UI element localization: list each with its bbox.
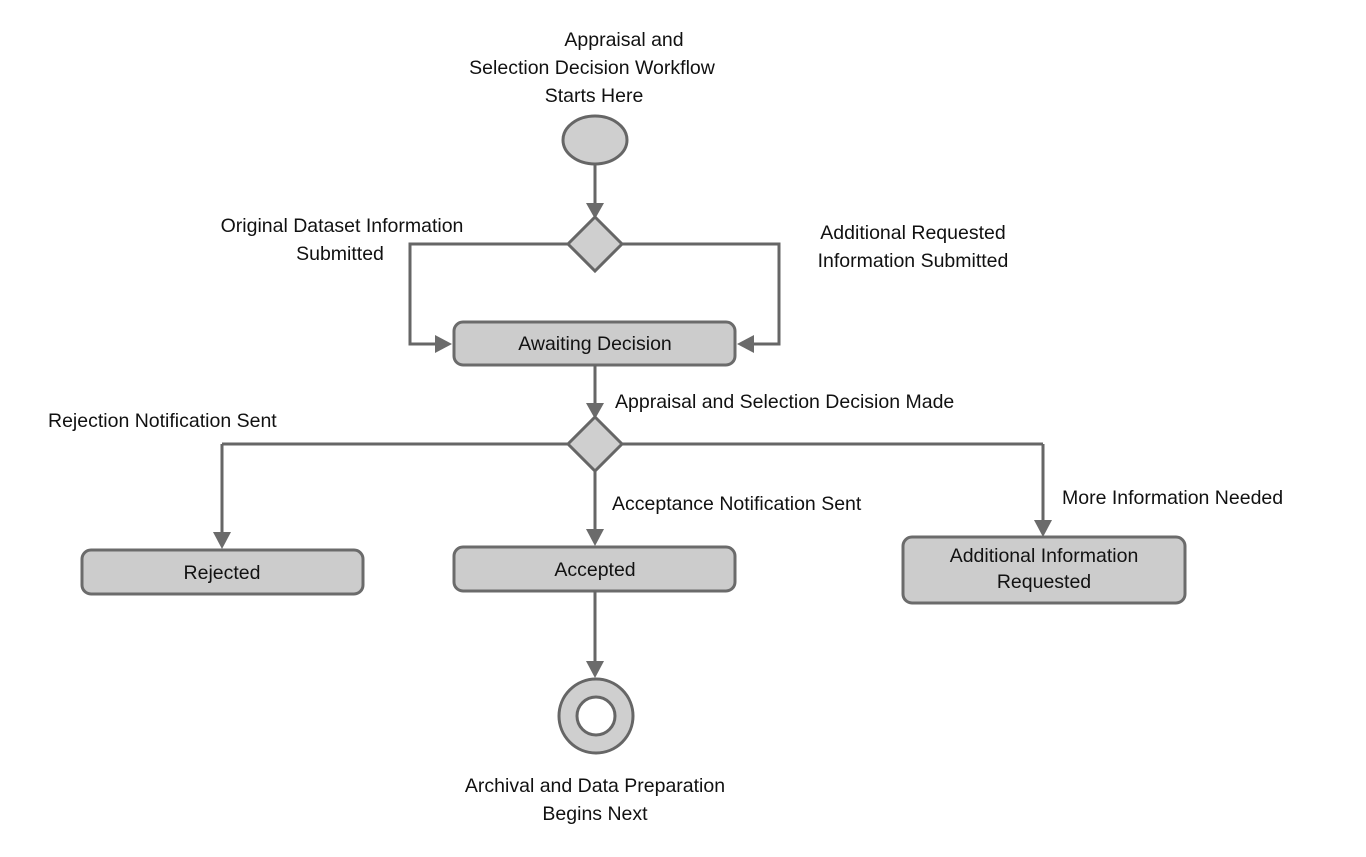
start-note-line1: Appraisal and <box>564 29 683 51</box>
decision-merge-node[interactable] <box>565 214 625 274</box>
arrowhead-decision-made <box>586 403 604 419</box>
state-accepted-label: Accepted <box>554 559 635 581</box>
initial-node[interactable] <box>561 114 629 166</box>
edge-label-decision-made: Appraisal and Selection Decision Made <box>615 391 954 413</box>
arrowhead-accepted-to-final <box>586 661 604 678</box>
edge-label-original-submitted-line2: Submitted <box>296 243 384 265</box>
arrowhead-acceptance-sent <box>586 529 604 546</box>
arrowhead-rejection-sent <box>213 532 231 549</box>
start-note-line2: Selection Decision Workflow <box>469 57 716 79</box>
end-note-line1: Archival and Data Preparation <box>465 775 725 797</box>
edge-label-original-submitted-line1: Original Dataset Information <box>221 215 464 237</box>
state-additional-information-requested-label-line1: Additional Information <box>950 545 1139 567</box>
edge-additional-submitted <box>622 242 781 346</box>
state-rejected[interactable] <box>80 548 365 596</box>
start-note-line3: Starts Here <box>545 85 644 107</box>
state-awaiting-decision-label: Awaiting Decision <box>518 333 672 355</box>
edge-label-rejection-sent: Rejection Notification Sent <box>48 410 277 432</box>
state-additional-information-requested-label-line2: Requested <box>997 571 1091 593</box>
state-rejected-label: Rejected <box>184 562 261 584</box>
arrowhead-additional-submitted <box>737 335 754 353</box>
arrowhead-original-submitted <box>435 335 452 353</box>
decision-fork-node[interactable] <box>565 414 625 474</box>
state-additional-information-requested[interactable] <box>901 535 1187 605</box>
edge-label-additional-submitted-line2: Information Submitted <box>818 250 1009 272</box>
final-node-inner <box>575 695 617 737</box>
edge-label-acceptance-sent: Acceptance Notification Sent <box>612 493 862 515</box>
edge-original-submitted <box>408 242 568 346</box>
arrowhead-more-info-needed <box>1034 520 1052 537</box>
edge-label-additional-submitted-line1: Additional Requested <box>820 222 1005 244</box>
end-note-line2: Begins Next <box>542 803 648 825</box>
arrowhead-start-to-merge <box>586 203 604 219</box>
edge-label-more-info-needed: More Information Needed <box>1062 487 1283 509</box>
